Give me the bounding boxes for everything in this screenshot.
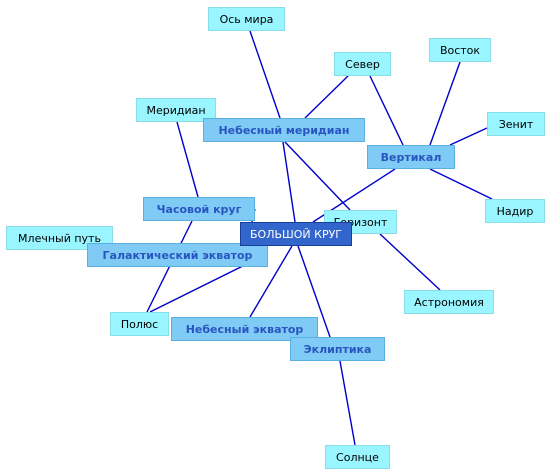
edge-5	[449, 127, 488, 146]
edge-6	[429, 168, 493, 200]
edge-2	[304, 75, 349, 119]
node-galakticheskiy-ekvator[interactable]: Галактический экватор	[87, 243, 268, 267]
edge-3	[369, 75, 404, 146]
node-nebesny-meridian[interactable]: Небесный меридиан	[203, 118, 365, 142]
node-vostok[interactable]: Восток	[429, 38, 491, 62]
node-bolshoy-krug[interactable]: БОЛЬШОЙ КРУГ	[240, 222, 352, 246]
node-polyus[interactable]: Полюс	[110, 312, 169, 336]
edge-14	[297, 245, 331, 338]
node-vertikal[interactable]: Вертикал	[367, 145, 455, 169]
node-sever[interactable]: Север	[334, 52, 391, 76]
edge-4	[429, 61, 461, 146]
edge-0	[249, 30, 281, 119]
node-nadir[interactable]: Надир	[485, 199, 545, 223]
edge-9	[379, 233, 441, 291]
edge-8	[284, 141, 351, 211]
node-ekliptika[interactable]: Эклиптика	[290, 337, 385, 361]
node-solnce[interactable]: Солнце	[325, 445, 390, 469]
edge-1	[282, 141, 296, 223]
edge-15	[339, 360, 356, 446]
node-chasovoy-krug[interactable]: Часовой круг	[143, 197, 255, 221]
node-astronomiya[interactable]: Астрономия	[404, 290, 494, 314]
node-mlechny-put[interactable]: Млечный путь	[6, 226, 113, 250]
node-zenit[interactable]: Зенит	[487, 112, 545, 136]
node-meridian[interactable]: Меридиан	[136, 98, 216, 122]
edge-13	[249, 245, 293, 318]
edge-10	[176, 121, 199, 198]
node-os-mira[interactable]: Ось мира	[208, 7, 285, 31]
